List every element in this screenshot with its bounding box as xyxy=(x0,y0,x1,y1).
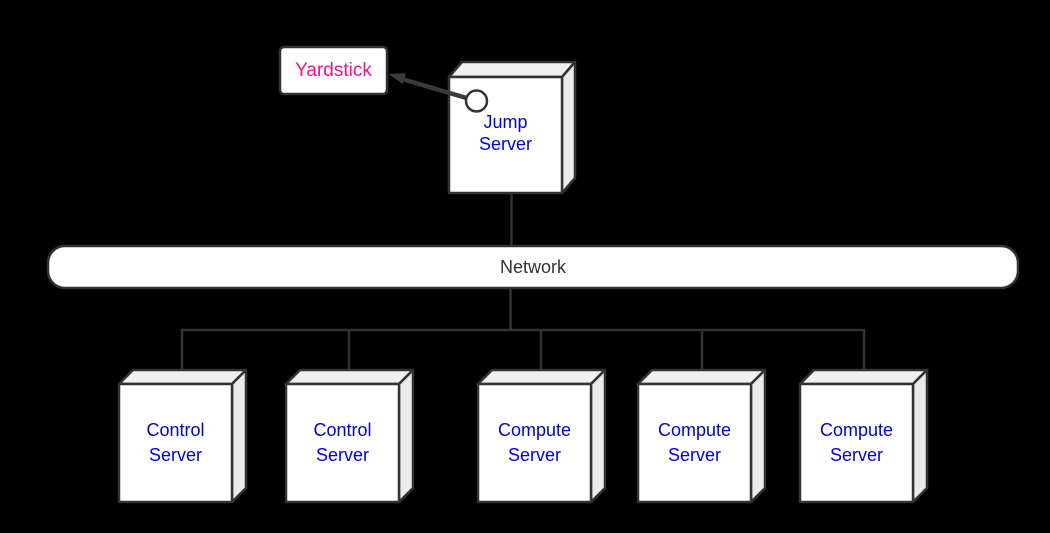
arrowhead-icon xyxy=(388,73,406,84)
compute-server-1-box xyxy=(476,368,607,504)
control-server-1-box-top xyxy=(117,368,248,386)
compute-server-3-box-front xyxy=(798,382,915,504)
compute-server-2-box xyxy=(636,368,767,504)
network-bar xyxy=(46,244,1020,290)
control-server-1-box-front xyxy=(117,382,234,504)
compute-server-1-box-side xyxy=(589,368,607,504)
connector-lines xyxy=(180,192,866,372)
control-server-1-box xyxy=(117,368,248,504)
control-server-2-box-front xyxy=(284,382,401,504)
yardstick-box xyxy=(278,45,389,96)
jump-server-box-front xyxy=(447,75,564,195)
compute-server-1-box-top xyxy=(476,368,607,386)
yardstick-arrow xyxy=(388,73,468,101)
compute-server-3-box xyxy=(798,368,929,504)
compute-server-1-box-front xyxy=(476,382,593,504)
control-server-1-box-side xyxy=(230,368,248,504)
port-circle-icon xyxy=(464,89,489,113)
compute-server-2-box-front xyxy=(636,382,753,504)
compute-server-2-box-top xyxy=(636,368,767,386)
compute-server-3-box-side xyxy=(911,368,929,504)
control-server-2-box xyxy=(284,368,415,504)
control-server-2-box-side xyxy=(397,368,415,504)
compute-server-3-box-top xyxy=(798,368,929,386)
jump-server-box xyxy=(447,60,577,195)
jump-server-box-top xyxy=(447,60,577,79)
server-boxes xyxy=(117,368,929,504)
jump-server-box-side xyxy=(560,60,577,195)
yardstick-arrow-shaft xyxy=(401,76,468,101)
control-server-2-box-top xyxy=(284,368,415,386)
compute-server-2-box-side xyxy=(749,368,767,504)
